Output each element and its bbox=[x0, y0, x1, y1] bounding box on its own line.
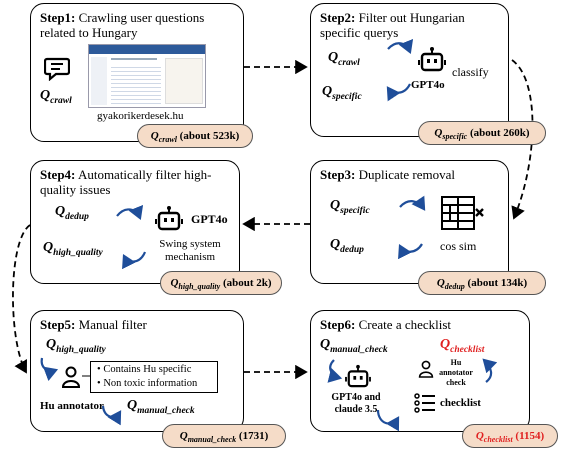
step2-q-specific: Qspecific bbox=[322, 84, 362, 102]
step4-badge: Qhigh_quality (about 2k) bbox=[160, 271, 282, 295]
step4-q-high-quality: Qhigh_quality bbox=[43, 240, 103, 258]
step5-q-high-quality: Qhigh_quality bbox=[46, 337, 106, 355]
step5-heading: Step5: Manual filter bbox=[40, 317, 240, 332]
step2-desc: Filter out Hungarian specific querys bbox=[320, 10, 465, 40]
curve-step4-top bbox=[116, 204, 144, 221]
step1-heading: Step1: Crawling user questions related t… bbox=[40, 10, 240, 40]
curve-step6-bottom bbox=[376, 409, 400, 432]
step1-title: Step1: bbox=[40, 10, 76, 25]
step4-model: GPT4o bbox=[191, 212, 228, 226]
robot-icon bbox=[345, 364, 371, 393]
step4-mechanism: Swing system mechanism bbox=[159, 238, 221, 263]
checklist-icon bbox=[414, 392, 436, 419]
step6-checklist-label: checklist bbox=[440, 397, 481, 409]
curve-step3-bottom bbox=[398, 243, 423, 260]
step5-annotator: Hu annotator bbox=[40, 400, 104, 412]
step4-q-dedup: Qdedup bbox=[55, 204, 89, 222]
step2-action: classify bbox=[452, 65, 489, 79]
arrow-step4-step5 bbox=[12, 224, 31, 374]
criteria-box: • Contains Hu specific • Non toxic infor… bbox=[90, 361, 218, 393]
robot-icon bbox=[155, 205, 183, 236]
step3-badge: Qdedup (about 134k) bbox=[418, 271, 546, 295]
step6-models: GPT4o and claude 3.5 bbox=[331, 392, 381, 415]
step6-badge: Qchecklist (1154) bbox=[462, 424, 558, 448]
curve-step5-bottom bbox=[101, 405, 122, 426]
step3-desc: Duplicate removal bbox=[358, 167, 456, 182]
curve-step4-bottom bbox=[122, 251, 147, 270]
step4-heading: Step4: Automatically filter high-quality… bbox=[40, 167, 236, 197]
table-remove-icon bbox=[440, 195, 484, 238]
step1-q: Qcrawl bbox=[40, 88, 72, 106]
chat-icon bbox=[43, 57, 71, 86]
step4-box bbox=[30, 160, 240, 284]
step6-q-checklist: Qchecklist bbox=[440, 337, 485, 355]
step4-desc: Automatically filter high-quality issues bbox=[40, 167, 212, 197]
curve-step6-right bbox=[482, 358, 498, 383]
robot-icon bbox=[418, 46, 446, 77]
curve-step3-top bbox=[399, 195, 426, 211]
step2-heading: Step2: Filter out Hungarian specific que… bbox=[320, 10, 500, 40]
step2-badge: Qspecific (about 260k) bbox=[418, 121, 546, 145]
step2-box bbox=[310, 3, 509, 137]
step5-q-manual-check: Qmanual_check bbox=[127, 398, 195, 416]
step3-heading: Step3: Duplicate removal bbox=[320, 167, 500, 182]
step3-q-dedup: Qdedup bbox=[330, 237, 364, 255]
curve-step6-left bbox=[327, 359, 343, 383]
step5-desc: Manual filter bbox=[78, 317, 147, 332]
step6-check: Hu annotator check bbox=[439, 358, 473, 387]
step2-q-crawl: Qcrawl bbox=[328, 50, 360, 68]
curve-step2-bottom bbox=[386, 83, 411, 102]
step1-site: gyakorikerdesek.hu bbox=[97, 110, 184, 122]
step6-title: Step6: bbox=[320, 317, 356, 332]
step3-box bbox=[310, 160, 509, 284]
curve-step5-top bbox=[40, 357, 59, 382]
step5-title: Step5: bbox=[40, 317, 76, 332]
step6-heading: Step6: Create a checklist bbox=[320, 317, 520, 332]
step4-title: Step4: bbox=[40, 167, 76, 182]
step2-model: GPT4o bbox=[411, 79, 445, 91]
step1-desc: Crawling user questions related to Hunga… bbox=[40, 10, 205, 40]
step2-title: Step2: bbox=[320, 10, 356, 25]
website-screenshot bbox=[88, 44, 206, 108]
criteria-item: • Contains Hu specific bbox=[97, 364, 192, 375]
curve-step2-top bbox=[387, 38, 414, 55]
person-icon bbox=[418, 360, 434, 383]
step6-desc: Create a checklist bbox=[358, 317, 452, 332]
criteria-item: • Non toxic information bbox=[97, 378, 198, 389]
step3-title: Step3: bbox=[320, 167, 356, 182]
person-icon bbox=[61, 366, 81, 393]
step3-action: cos sim bbox=[440, 239, 477, 253]
step6-q-manual-check: Qmanual_check bbox=[320, 337, 388, 355]
step1-badge: Qcrawl (about 523k) bbox=[137, 124, 253, 148]
step5-badge: Qmanual_check (1731) bbox=[162, 424, 286, 448]
step3-q-specific: Qspecific bbox=[330, 198, 370, 216]
